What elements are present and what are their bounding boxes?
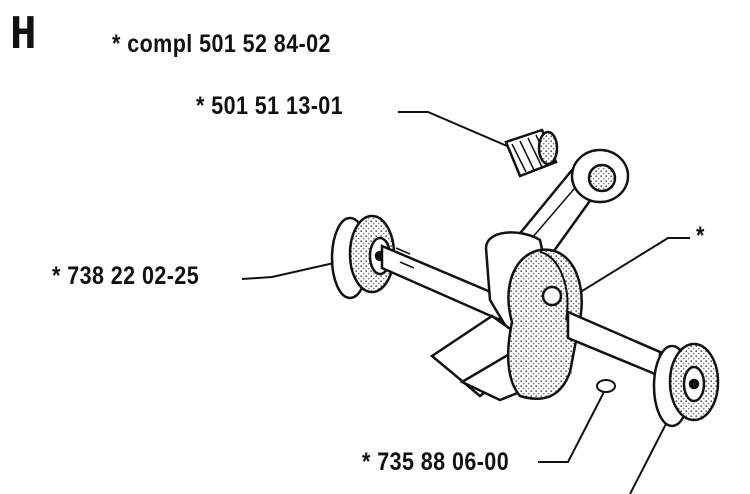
- needle-bearing-cage: [504, 128, 559, 178]
- right-main-bearing: [652, 342, 720, 428]
- leader-right-bearing: [629, 419, 669, 494]
- leader-crank-web: [573, 237, 690, 297]
- label-main-bearing-part-number: * 738 22 02-25: [52, 262, 200, 290]
- woodruff-key: [596, 379, 616, 393]
- leader-lines: [241, 111, 690, 494]
- label-crank-web-marker: *: [696, 222, 705, 250]
- label-assembly-part-number: * compl 501 52 84-02: [112, 30, 331, 58]
- section-letter-marker: H: [10, 8, 37, 59]
- right-shaft: [566, 310, 662, 378]
- leader-needle-bearing: [398, 111, 529, 156]
- label-needle-bearing-part-number: * 501 51 13-01: [196, 92, 344, 120]
- leader-main-bearing: [241, 262, 335, 280]
- left-main-bearing: [330, 214, 396, 300]
- left-shaft: [380, 244, 502, 322]
- label-key-part-number: * 735 88 06-00: [362, 448, 510, 476]
- crank-web-assembly: [429, 231, 583, 402]
- leader-key: [538, 391, 605, 463]
